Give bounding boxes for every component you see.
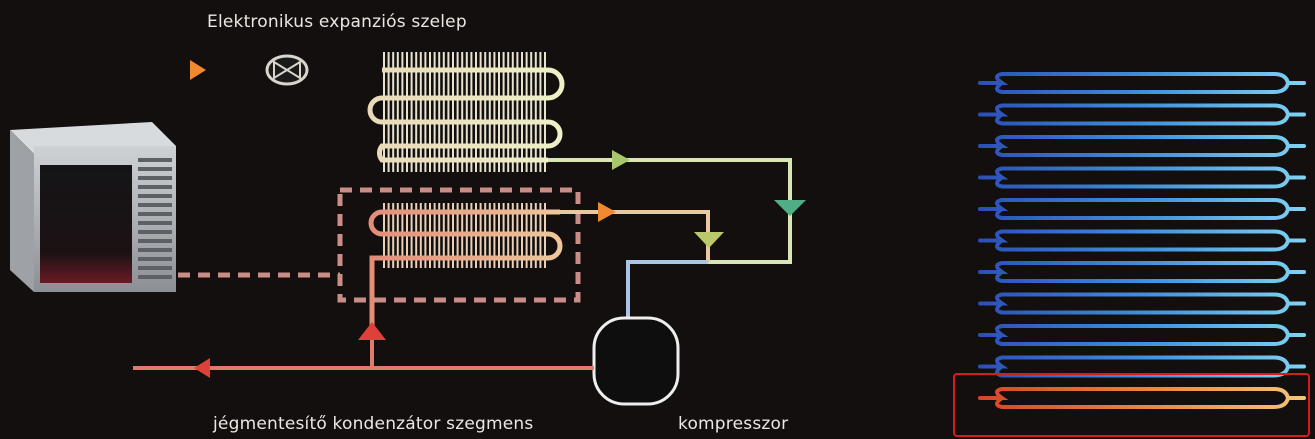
coil-row: [978, 72, 1306, 94]
suction-line: [626, 260, 708, 318]
coil-row-tube: [978, 324, 1306, 346]
defrost-segment-label: jégmentesítő kondenzátor szegmens: [213, 414, 534, 434]
compressor-label: kompresszor: [678, 414, 789, 434]
flow-arrow-orange-feed: [190, 60, 206, 80]
vent-slat: [138, 266, 172, 270]
coil-row-tube: [978, 261, 1306, 283]
vent-slat: [138, 167, 172, 171]
coil-row: [978, 355, 1306, 378]
coil-row: [978, 198, 1306, 220]
coil-row-tube: [978, 387, 1306, 409]
coil-row: [978, 135, 1306, 157]
vent-slat: [138, 158, 172, 162]
main-condenser-coil: [367, 52, 565, 172]
vent-slat: [138, 194, 172, 198]
coil-row: [978, 166, 1306, 189]
vent-slat: [138, 257, 172, 261]
vent-slat: [138, 221, 172, 225]
coil-panel: [953, 55, 1310, 437]
vent-slat: [138, 212, 172, 216]
flow-arrow-olive: [694, 232, 724, 248]
main-condenser-tube: [367, 67, 565, 163]
coil-row: [978, 229, 1306, 252]
defrost-segment-dashed-box: [337, 187, 581, 303]
vent-slat: [138, 248, 172, 252]
compressor-icon: [592, 316, 680, 406]
coil-row-tube: [978, 292, 1306, 315]
coil-row-tube: [978, 72, 1306, 94]
coil-row-tube: [978, 355, 1306, 378]
coil-row-tube: [978, 229, 1306, 252]
flow-arrow-red-up: [358, 322, 386, 340]
coil-row: [978, 292, 1306, 315]
vent-slat: [138, 176, 172, 180]
main-condenser-fins: [383, 52, 546, 172]
flow-arrow-orange-defrost: [598, 202, 616, 222]
vent-slat: [138, 203, 172, 207]
coil-row-tube: [978, 198, 1306, 220]
coil-row-tube: [978, 103, 1306, 126]
coil-panel-rows: [978, 72, 1306, 409]
expansion-valve-label: Elektronikus expanziós szelep: [207, 12, 467, 32]
coil-row-defrost: [978, 387, 1306, 409]
defrost-condenser-tube: [368, 209, 563, 330]
vent-slat: [138, 275, 172, 279]
defrost-condenser-coil: [368, 203, 563, 330]
vent-slat: [138, 185, 172, 189]
highlighted-defrost-row-box: [953, 373, 1310, 437]
vent-slat: [138, 239, 172, 243]
coil-row-tube: [978, 166, 1306, 189]
defrost-outlet-line: [560, 210, 710, 262]
vent-slat: [138, 230, 172, 234]
coil-row: [978, 324, 1306, 346]
flow-arrow-green: [612, 150, 630, 170]
flow-arrow-teal: [774, 200, 806, 216]
coil-row: [978, 261, 1306, 283]
flow-arrow-red-return: [194, 358, 210, 378]
coil-row-tube: [978, 135, 1306, 157]
coil-row: [978, 103, 1306, 126]
outdoor-unit: [10, 122, 176, 292]
coil-panel-fins: [985, 55, 1284, 416]
expansion-valve-icon: [265, 54, 309, 86]
unit-vent-slats: [138, 158, 172, 279]
